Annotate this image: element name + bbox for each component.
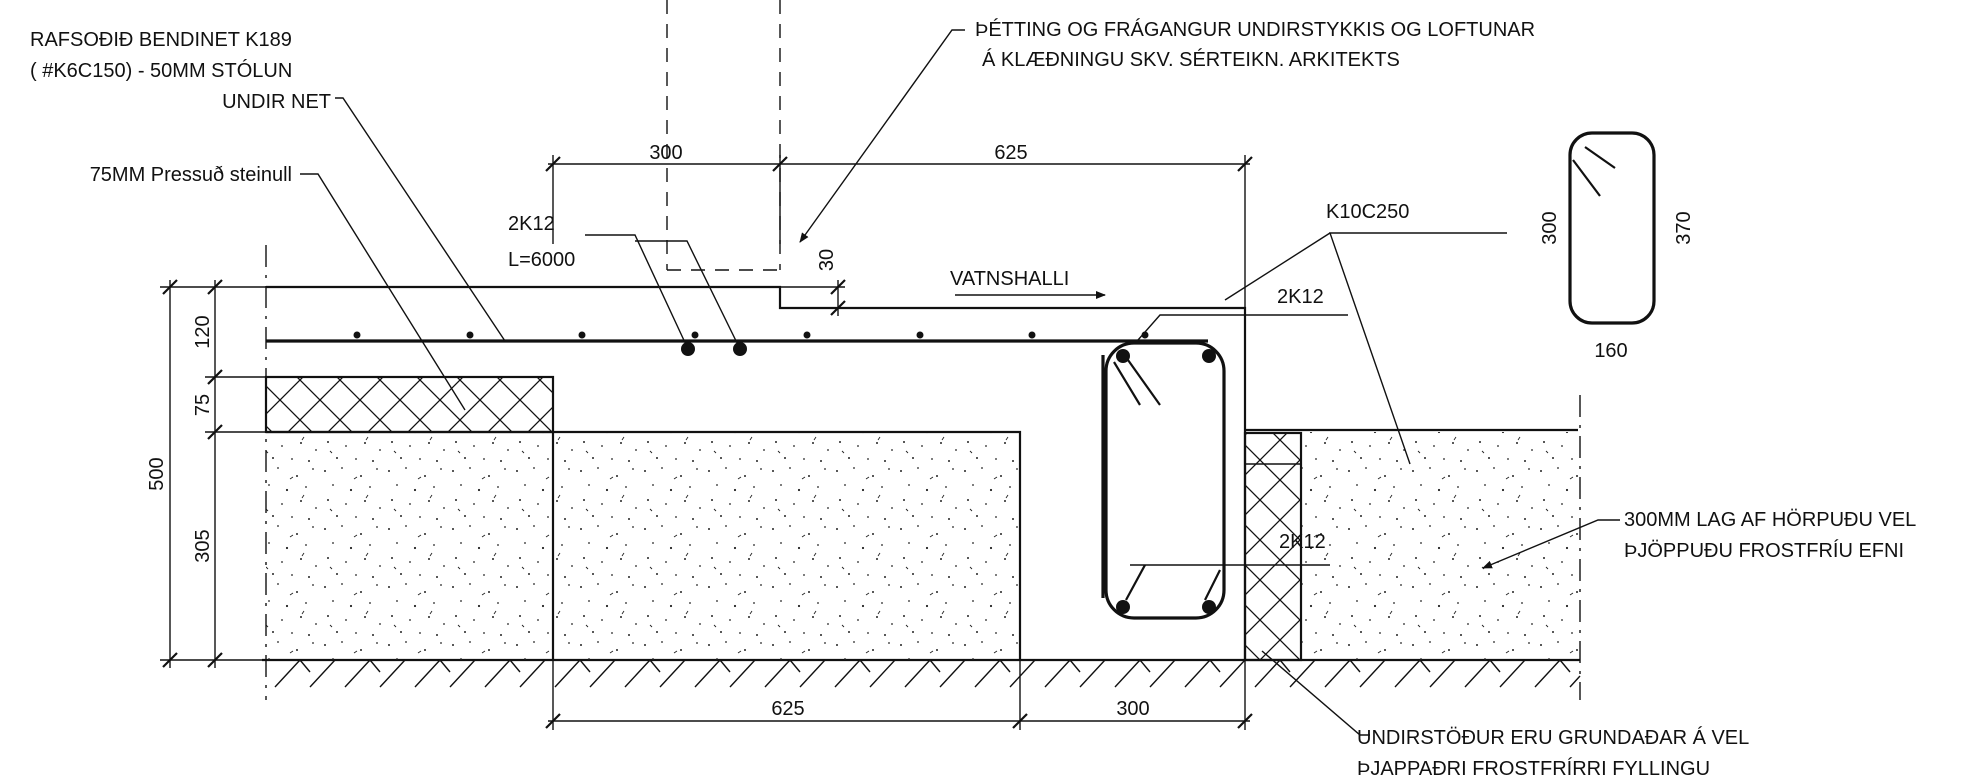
insulation-under-slab bbox=[264, 375, 555, 434]
dimension-lines bbox=[160, 155, 1253, 730]
insulation-label: 75MM Pressuð steinull bbox=[90, 164, 292, 186]
dim-bottom-625: 625 bbox=[771, 698, 804, 720]
sealing-label-line2: Á KLÆÐNINGU SKV. SÉRTEIKN. ARKITEKTS bbox=[982, 48, 1400, 71]
ground-hatch bbox=[262, 658, 1581, 688]
footing-label-line1: UNDIRSTÖÐUR ERU GRUNDAÐAR Á VEL bbox=[1357, 726, 1749, 749]
wall-dashed-lines bbox=[666, 0, 781, 271]
stirrup-section bbox=[1101, 341, 1226, 620]
dim-top-625: 625 bbox=[994, 142, 1027, 164]
annotations: RAFSOÐIÐ BENDINET K189 ( #K6C150) - 50MM… bbox=[30, 18, 1916, 780]
slope-label: VATNSHALLI bbox=[950, 268, 1069, 290]
dim-stirrup-160: 160 bbox=[1594, 340, 1627, 362]
leader-lines bbox=[300, 29, 1620, 736]
rebar-2k12-lower-label: 2K12 bbox=[1279, 531, 1326, 553]
dim-base-305: 305 bbox=[192, 529, 214, 562]
dim-insul-75: 75 bbox=[192, 394, 214, 416]
mesh-label-line1: RAFSOÐIÐ BENDINET K189 bbox=[30, 29, 292, 51]
mesh-label-line3: UNDIR NET bbox=[222, 91, 331, 113]
fill-label-line1: 300MM LAG AF HÖRPUÐU VEL bbox=[1624, 509, 1916, 531]
dimension-texts: 300 625 30 120 75 500 305 625 300 300 37… bbox=[146, 142, 1695, 720]
gravel-fill bbox=[266, 428, 1578, 660]
dim-stirrup-370: 370 bbox=[1673, 211, 1695, 244]
dim-step-30: 30 bbox=[816, 249, 838, 271]
dim-total-500: 500 bbox=[146, 457, 168, 490]
dim-bottom-300: 300 bbox=[1116, 698, 1149, 720]
rebar-length-label: L=6000 bbox=[508, 249, 575, 271]
rebar-2k12-top-label: 2K12 bbox=[508, 213, 555, 235]
footing-label-line2: ÞJAPPAÐRI FROSTFRÍRRI FYLLINGU bbox=[1357, 757, 1710, 780]
dim-top-300: 300 bbox=[649, 142, 682, 164]
dim-stirrup-300: 300 bbox=[1539, 211, 1561, 244]
sealing-label-line1: ÞÉTTING OG FRÁGANGUR UNDIRSTYKKIS OG LOF… bbox=[975, 18, 1535, 41]
mesh-label-line2: ( #K6C150) - 50MM STÓLUN bbox=[30, 59, 292, 82]
dim-slab-120: 120 bbox=[192, 315, 214, 348]
stirrup-shape-detail bbox=[1568, 131, 1656, 325]
edge-centerlines bbox=[265, 245, 1581, 700]
rebar-2k12-upper-label: 2K12 bbox=[1277, 286, 1324, 308]
stirrup-label: K10C250 bbox=[1326, 201, 1409, 223]
fill-label-line2: ÞJÖPPUÐU FROSTFRÍU EFNI bbox=[1624, 539, 1904, 562]
